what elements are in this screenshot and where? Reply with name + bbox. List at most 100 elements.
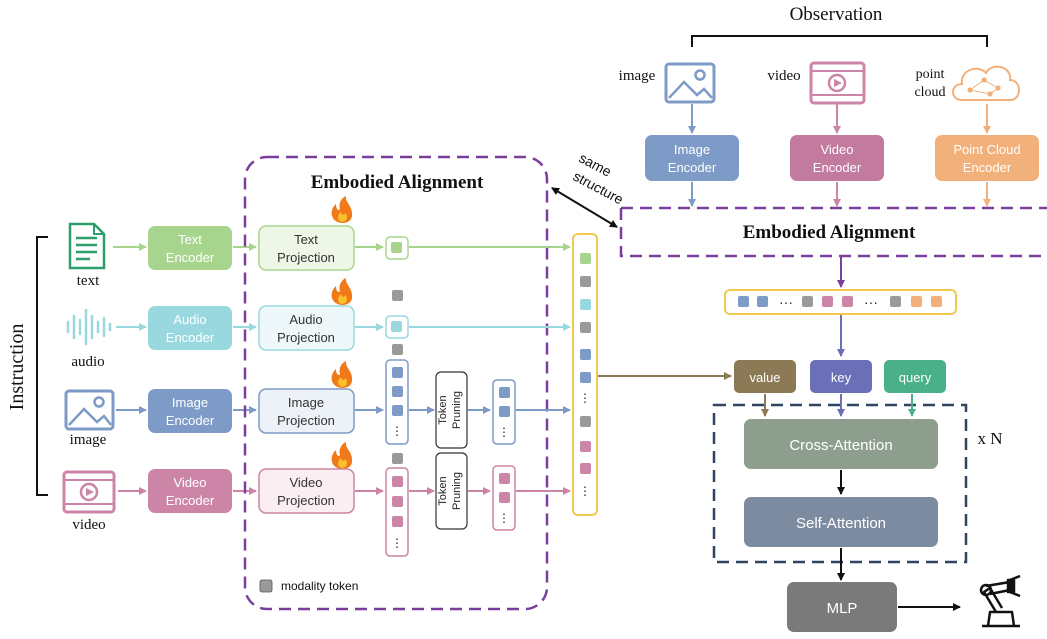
instr-image-label: image (70, 432, 107, 448)
video-token-pruning: Token Pruning (435, 452, 468, 530)
svg-text:Encoder: Encoder (166, 250, 215, 265)
svg-text:Self-Attention: Self-Attention (796, 515, 886, 532)
svg-text:Encoder: Encoder (963, 160, 1012, 175)
image-token-column: ⋮ (385, 359, 409, 445)
obs-image-encoder: Image Encoder (645, 135, 739, 181)
svg-text:Audio: Audio (173, 312, 206, 327)
key-box: key (810, 360, 872, 393)
point-cloud-icon (952, 65, 1020, 101)
video-encoder: Video Encoder (148, 469, 232, 513)
flame-icon (331, 278, 353, 305)
audio-waveform-icon (66, 308, 112, 346)
text-token (385, 236, 409, 260)
svg-text:key: key (831, 370, 852, 385)
repeat-label: x N (977, 429, 1002, 448)
svg-text:value: value (749, 370, 780, 385)
audio-token (385, 315, 409, 339)
svg-text:⋮: ⋮ (391, 536, 403, 550)
svg-text:Pruning: Pruning (451, 391, 463, 429)
svg-text:Token: Token (437, 395, 449, 424)
obs-alignment-box (619, 206, 1047, 258)
obs-video-icon (809, 61, 866, 105)
svg-text:Text: Text (178, 232, 202, 247)
svg-text:Text: Text (294, 232, 318, 247)
svg-text:Cross-Attention: Cross-Attention (789, 437, 892, 454)
obs-alignment-title: Embodied Alignment (743, 222, 916, 243)
svg-text:Encoder: Encoder (668, 160, 717, 175)
video-token-column: ⋮ (385, 467, 409, 557)
svg-text:···: ··· (864, 294, 878, 310)
svg-text:Audio: Audio (289, 312, 322, 327)
svg-text:⋮: ⋮ (498, 511, 510, 525)
svg-text:Image: Image (674, 142, 710, 157)
svg-text:Video: Video (289, 475, 322, 490)
instr-video-label: video (72, 517, 105, 533)
video-pruned-tokens: ⋮ (492, 465, 516, 531)
modality-token (392, 453, 403, 464)
svg-text:···: ··· (779, 294, 793, 310)
obs-token-row: ··· ··· (724, 289, 957, 315)
flame-icon (331, 361, 353, 388)
svg-text:Projection: Projection (277, 413, 335, 428)
svg-text:MLP: MLP (827, 600, 858, 617)
image-projection: Image Projection (258, 388, 355, 434)
svg-text:query: query (899, 370, 932, 385)
legend-modality-token-label: modality token (281, 579, 358, 593)
instruction-title: Instruction (6, 324, 28, 411)
audio-encoder: Audio Encoder (148, 306, 232, 350)
robot-arm-icon (979, 574, 1021, 628)
svg-text:⋮: ⋮ (498, 425, 510, 439)
instr-video-icon (62, 470, 116, 514)
text-encoder: Text Encoder (148, 226, 232, 270)
svg-text:Projection: Projection (277, 250, 335, 265)
obs-point-label-2: cloud (914, 85, 945, 100)
observation-title: Observation (790, 4, 883, 25)
obs-image-icon (664, 62, 716, 104)
image-encoder: Image Encoder (148, 389, 232, 433)
svg-text:Image: Image (172, 395, 208, 410)
cross-attention-block: Cross-Attention (744, 419, 938, 469)
instr-text-label: text (77, 273, 100, 289)
svg-text:Encoder: Encoder (813, 160, 862, 175)
concatenated-token-column: ⋮ ⋮ (572, 233, 598, 516)
legend-modality-token-swatch (259, 579, 273, 593)
svg-text:Image: Image (288, 395, 324, 410)
svg-text:Encoder: Encoder (166, 330, 215, 345)
instr-image-icon (64, 389, 115, 431)
svg-text:⋮: ⋮ (579, 391, 591, 405)
svg-text:Token: Token (437, 476, 449, 505)
modality-token (392, 290, 403, 301)
svg-text:Encoder: Encoder (166, 493, 215, 508)
svg-text:Encoder: Encoder (166, 413, 215, 428)
svg-text:Point Cloud: Point Cloud (953, 142, 1020, 157)
flame-icon (331, 442, 353, 469)
instr-audio-label: audio (71, 354, 104, 370)
svg-text:Video: Video (820, 142, 853, 157)
video-projection: Video Projection (258, 468, 355, 514)
flame-icon (331, 196, 353, 223)
svg-text:Pruning: Pruning (451, 472, 463, 510)
svg-text:Video: Video (173, 475, 206, 490)
obs-video-label: video (767, 68, 800, 84)
point-cloud-encoder: Point Cloud Encoder (935, 135, 1039, 181)
mlp-block: MLP (787, 582, 897, 632)
svg-text:Projection: Projection (277, 330, 335, 345)
self-attention-block: Self-Attention (744, 497, 938, 547)
embodied-alignment-box (243, 155, 549, 611)
observation-bracket (691, 35, 988, 47)
obs-video-encoder: Video Encoder (790, 135, 884, 181)
instruction-bracket (36, 236, 48, 496)
query-box: query (884, 360, 946, 393)
modality-token (392, 344, 403, 355)
image-token-pruning: Token Pruning (435, 371, 468, 449)
obs-image-label: image (619, 68, 656, 84)
embodied-alignment-title: Embodied Alignment (311, 172, 484, 193)
svg-text:⋮: ⋮ (579, 484, 591, 498)
image-pruned-tokens: ⋮ (492, 379, 516, 445)
obs-point-label-1: point (916, 67, 945, 82)
text-document-icon (68, 222, 106, 270)
text-projection: Text Projection (258, 225, 355, 271)
same-structure-arrow (551, 187, 618, 228)
audio-projection: Audio Projection (258, 305, 355, 351)
